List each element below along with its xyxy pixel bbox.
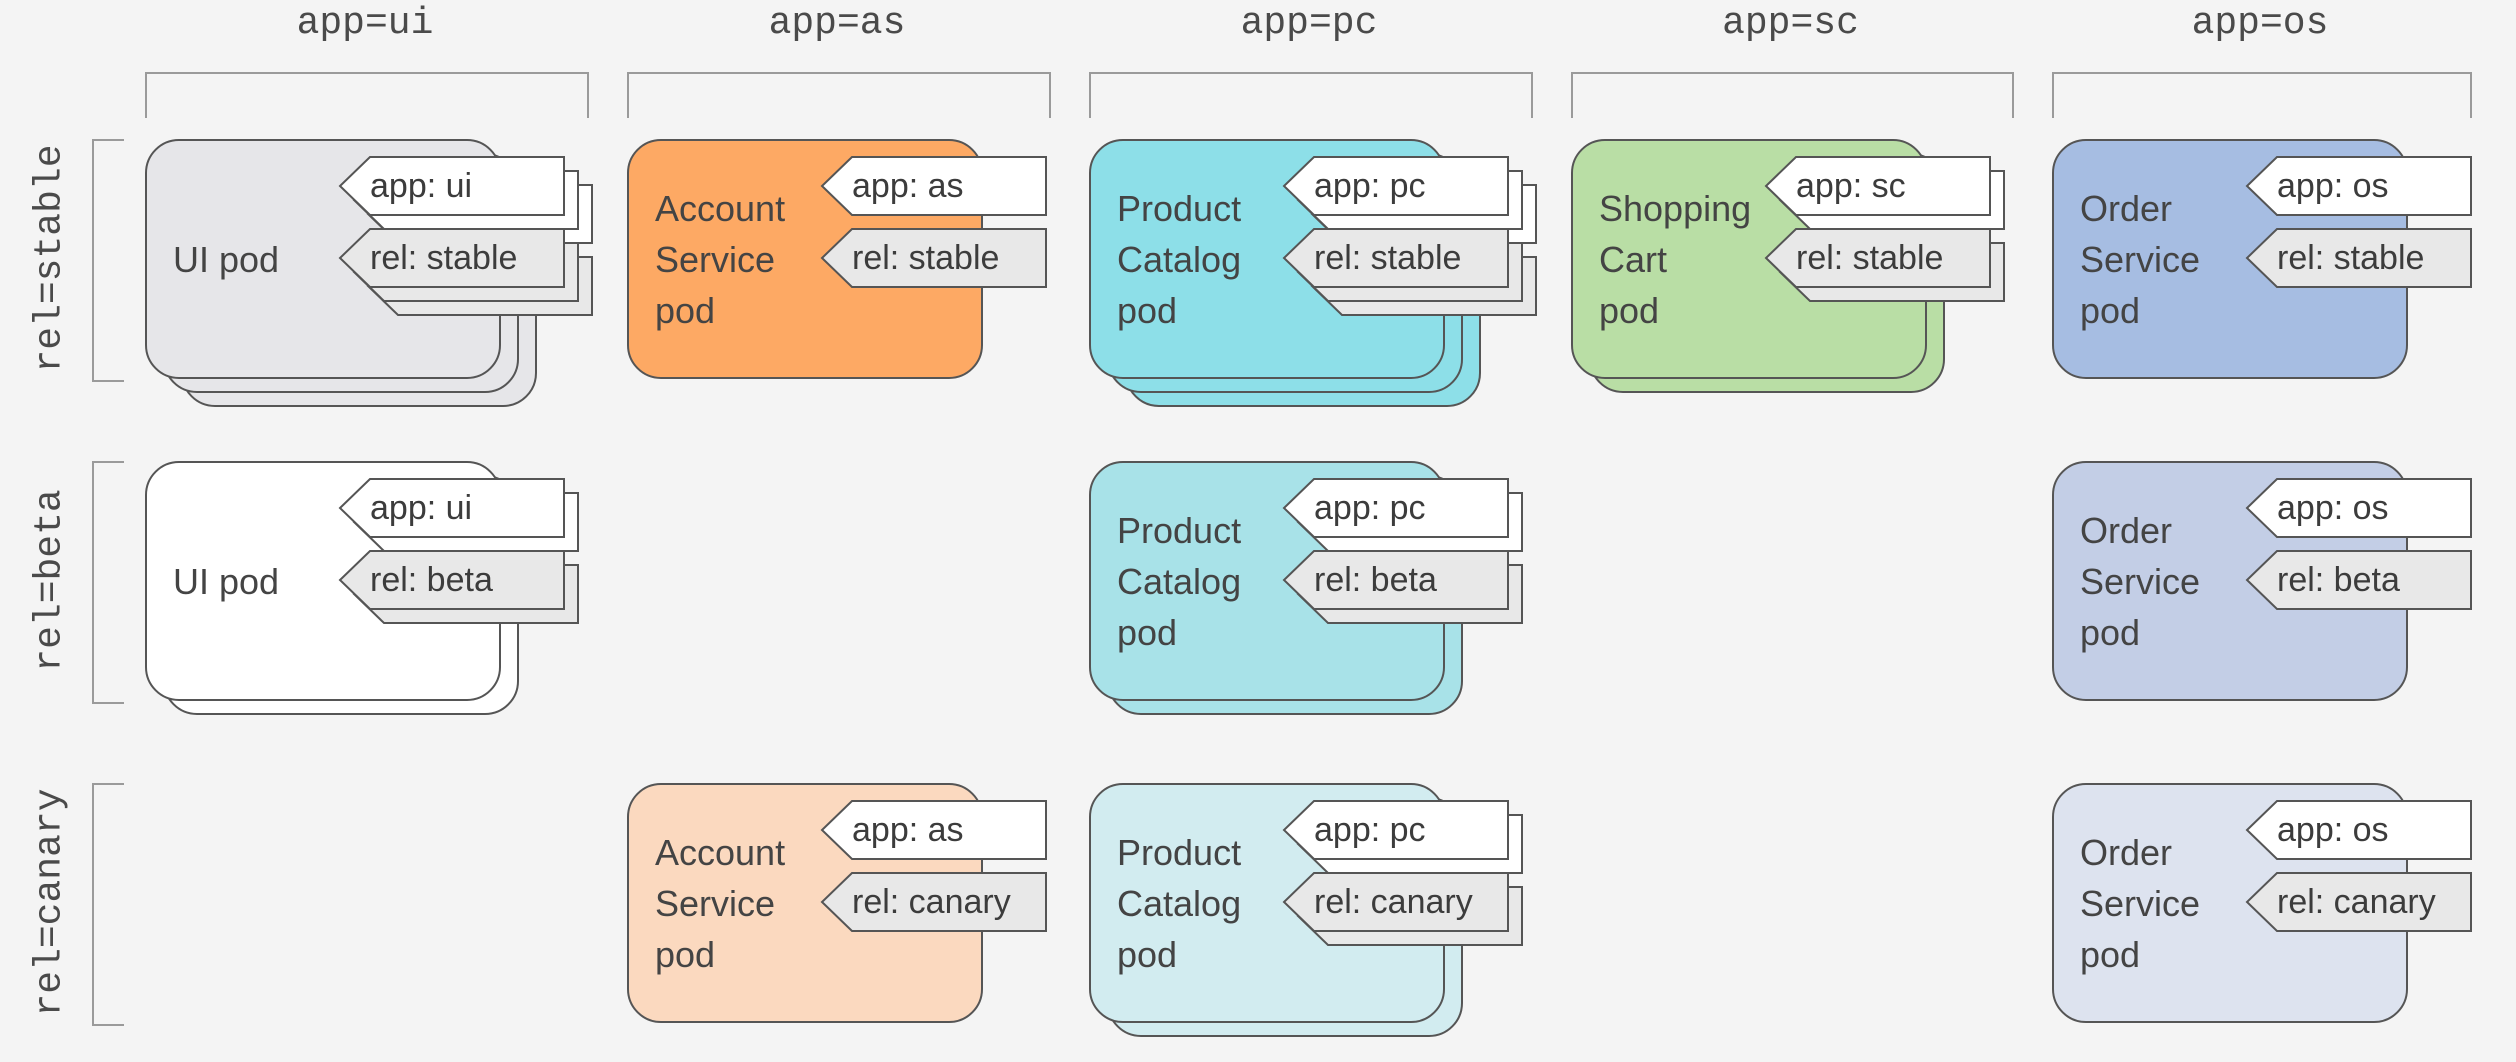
tag-text: rel: stable [1796,239,1944,277]
pod-name: Order Service pod [2080,187,2201,331]
app-label-tag: app: pc [1282,156,1537,244]
tag-text: app: pc [1314,811,1426,849]
rel-label-tag: rel: canary [1282,872,1523,946]
app-label-tag: app: as [820,800,1047,860]
column-label-ui: app=ui [296,2,434,45]
rel-label-tag: rel: stable [1764,228,2005,302]
tag-text: app: ui [370,489,473,527]
tag-text: rel: canary [2277,883,2436,921]
rel-label-tag: rel: canary [820,872,1047,932]
pod-name: Order Service pod [2080,509,2201,653]
pod-name: Account Service pod [655,831,786,975]
tag-text: app: ui [370,167,473,205]
tag-text: app: as [852,167,964,205]
tag-text: rel: beta [370,561,493,599]
tag-text: app: as [852,811,964,849]
rel-label-tag: rel: beta [2245,550,2472,610]
tag-text: rel: stable [370,239,518,277]
tag-text: app: os [2277,489,2389,527]
row-label-canary: rel=canary [28,787,72,1017]
tag-text: rel: stable [852,239,1000,277]
rel-label-tag: rel: stable [338,228,593,316]
column-label-sc: app=sc [1722,2,1859,45]
rel-label-tag: rel: canary [2245,872,2472,932]
row-bracket-stable [92,139,124,382]
row-label-stable: rel=stable [28,143,72,373]
pod-name: UI pod [173,560,280,602]
rel-label-tag: rel: stable [1282,228,1537,316]
app-label-tag: app: ui [338,156,593,244]
app-label-tag: app: ui [338,478,579,552]
tag-text: rel: beta [1314,561,1437,599]
column-bracket-as [627,72,1051,118]
app-label-tag: app: pc [1282,800,1523,874]
pod-name: UI pod [173,238,280,280]
app-label-tag: app: pc [1282,478,1523,552]
column-bracket-ui [145,72,589,118]
tag-text: app: pc [1314,489,1426,527]
column-bracket-sc [1571,72,2014,118]
pod-name: Order Service pod [2080,831,2201,975]
row-bracket-canary [92,783,124,1026]
column-label-os: app=os [2191,2,2329,45]
rel-label-tag: rel: beta [1282,550,1523,624]
row-bracket-beta [92,461,124,704]
tag-text: app: os [2277,811,2389,849]
tag-text: rel: stable [1314,239,1462,277]
pod-name: Account Service pod [655,187,786,331]
tag-text: app: pc [1314,167,1426,205]
tag-text: app: os [2277,167,2389,205]
app-label-tag: app: os [2245,156,2472,216]
pod-name: Product Catalog pod [1117,831,1242,975]
app-label-tag: app: os [2245,478,2472,538]
pod-name: Product Catalog pod [1117,509,1242,653]
tag-text: app: sc [1796,167,1906,205]
column-bracket-os [2052,72,2472,118]
tag-text: rel: beta [2277,561,2400,599]
rel-label-tag: rel: stable [2245,228,2472,288]
tag-text: rel: canary [1314,883,1473,921]
column-label-as: app=as [768,2,906,45]
row-label-beta: rel=beta [28,488,72,672]
column-label-pc: app=pc [1240,2,1378,45]
app-label-tag: app: sc [1764,156,2005,230]
rel-label-tag: rel: stable [820,228,1047,288]
pod-name: Shopping Cart pod [1599,187,1752,331]
app-label-tag: app: as [820,156,1047,216]
rel-label-tag: rel: beta [338,550,579,624]
pod-name: Product Catalog pod [1117,187,1242,331]
tag-text: rel: stable [2277,239,2425,277]
tag-text: rel: canary [852,883,1011,921]
app-label-tag: app: os [2245,800,2472,860]
column-bracket-pc [1089,72,1533,118]
